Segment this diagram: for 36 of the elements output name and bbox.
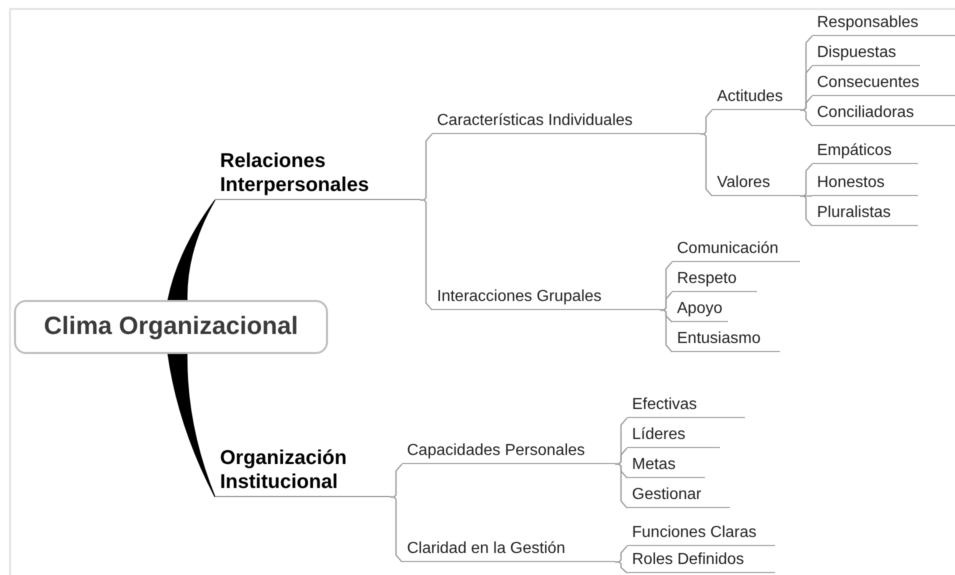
branch-wedge: [168, 354, 216, 498]
connector-line: [615, 561, 628, 574]
topic-label: Líderes: [627, 424, 720, 448]
topic-label: Dispuestas: [812, 42, 920, 66]
topic-label: Actitudes: [712, 86, 800, 110]
topic-label: Valores: [712, 172, 800, 196]
branch-label: Organización Institucional: [215, 443, 390, 497]
branch-label: Relaciones Interpersonales: [215, 146, 420, 200]
topic-label: Capacidades Personales: [402, 440, 615, 464]
connector-line: [420, 199, 432, 310]
root-topic-box: Clima Organizacional: [14, 300, 328, 354]
topic-label: Interacciones Grupales: [432, 286, 660, 310]
topic-label: Comunicación: [672, 238, 800, 262]
topic-label: Conciliadoras: [812, 102, 955, 126]
topic-label: Características Individuales: [432, 110, 700, 134]
topic-label: Responsables: [812, 12, 955, 36]
topic-label: Metas: [627, 454, 705, 478]
topic-label: Respeto: [672, 268, 757, 292]
topic-label: Honestos: [812, 172, 918, 196]
topic-label: Pluralistas: [812, 202, 918, 226]
topic-label: Claridad en la Gestión: [402, 538, 615, 562]
connector-line: [660, 309, 672, 352]
topic-label: Roles Definidos: [627, 549, 775, 573]
topic-label: Funciones Claras: [627, 522, 775, 546]
connector-line: [615, 463, 628, 508]
topic-label: Consecuentes: [812, 72, 955, 96]
connector-line: [800, 195, 812, 226]
connector-line: [390, 496, 402, 562]
connector-line: [700, 133, 712, 196]
topic-label: Entusiasmo: [672, 328, 780, 352]
branch-wedge: [168, 200, 216, 300]
topic-label: Apoyo: [672, 298, 728, 322]
connector-line: [800, 109, 812, 126]
topic-label: Efectivas: [627, 394, 745, 418]
topic-label: Gestionar: [627, 484, 730, 508]
topic-label: Empáticos: [812, 140, 918, 164]
